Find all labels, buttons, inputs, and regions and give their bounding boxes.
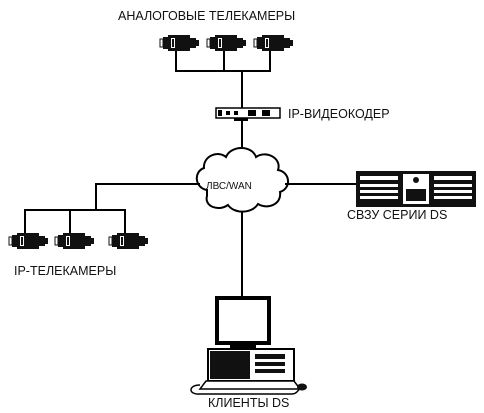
rack-server-icon (356, 171, 476, 207)
analog-camera-2 (206, 34, 247, 52)
desktop-computer-icon (190, 296, 307, 395)
analog-camera-1 (159, 34, 200, 52)
analog-cameras-label: АНАЛОГОВЫЕ ТЕЛЕКАМЕРЫ (118, 9, 296, 23)
network-to-ip-cameras-link (24, 183, 200, 233)
analog-camera-links (175, 51, 271, 108)
ip-camera-2 (54, 232, 95, 250)
video-encoder-icon (215, 107, 281, 121)
ip-camera-3 (108, 232, 149, 250)
ip-camera-1 (8, 232, 49, 250)
clients-label: КЛИЕНТЫ DS (208, 396, 290, 410)
network-cloud-icon (195, 147, 289, 213)
analog-camera-3 (253, 34, 294, 52)
nvr-label: СВЗУ СЕРИИ DS (347, 208, 448, 222)
ip-cameras-label: IP-ТЕЛЕКАМЕРЫ (14, 264, 117, 278)
network-label: ЛВС/WAN (206, 181, 252, 192)
ip-encoder-label: IP-ВИДЕОКОДЕР (288, 107, 390, 121)
